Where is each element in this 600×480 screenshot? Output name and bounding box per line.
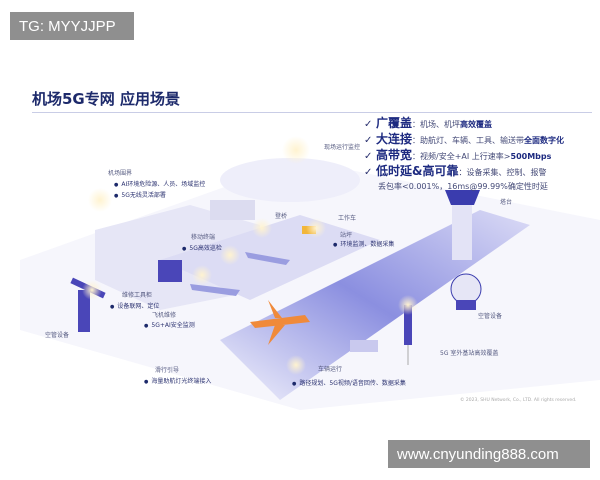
check-icon: ✓	[364, 135, 373, 146]
feature-coverage: ✓广覆盖：机场、机坪高效覆盖	[364, 116, 493, 130]
label-atc-equipment-right: 空管设备	[478, 313, 503, 320]
bullet-vehicle-1: 路径规划、5G视频/语音回传、数据采集	[292, 378, 406, 387]
feature-latency-detail: 丢包率<0.001%，16ms@99.99%确定性时延	[378, 182, 548, 191]
label-work-vehicle: 工作车	[338, 215, 357, 222]
label-aircraft-maintenance: 飞机维修	[152, 312, 177, 319]
feature-latency: ✓低时延&高可靠：设备采集、控制、报警	[364, 164, 547, 178]
copyright: © 2023, SHU Network, Co., LTD. All right…	[460, 398, 577, 403]
label-taxi-guidance: 滑行引导	[155, 367, 180, 374]
bullet-perimeter-1: AI环境危险源、人员、场域监控	[114, 179, 205, 188]
bullet-taxi-1: 海量助航灯光终端接入	[144, 376, 211, 385]
bullet-apron-1: 环境监测、数据采集	[333, 239, 394, 248]
tool-cabinet	[158, 260, 182, 282]
title-divider	[32, 112, 592, 113]
stair-truck	[350, 340, 378, 352]
ops-platform	[220, 158, 360, 202]
feature-connection: ✓大连接：助航灯、车辆、工具、输送带全面数字化	[364, 132, 565, 146]
check-icon: ✓	[364, 167, 373, 178]
cell-tower	[404, 305, 412, 345]
label-perimeter: 机场围界	[108, 170, 133, 177]
watermark-top-left: TG: MYYJJPP	[10, 12, 134, 40]
label-base-station: 5G 室外基站高效覆盖	[440, 350, 499, 357]
bullet-tool-1: 设备联网、定位	[110, 301, 159, 310]
label-atc-equipment-left: 空管设备	[45, 332, 70, 339]
label-apron: 站坪	[340, 232, 353, 239]
jet-bridge	[210, 200, 255, 220]
label-mobile-terminal: 移动终端	[191, 234, 216, 241]
page-title: 机场5G专网 应用场景	[32, 90, 180, 108]
label-tool-cabinet: 维修工具柜	[122, 292, 153, 299]
atc-mast-left	[78, 290, 90, 332]
label-ops-monitor: 现场运行监控	[324, 144, 361, 151]
signal-rings	[82, 136, 418, 375]
check-icon: ✓	[364, 151, 373, 162]
airplane-orange	[250, 300, 310, 345]
radar-dish	[450, 273, 482, 305]
label-tower: 塔台	[500, 199, 513, 206]
bullet-perimeter-2: 5G无线灵活部署	[114, 190, 165, 199]
tower-cab	[445, 190, 480, 205]
control-tower	[452, 200, 472, 260]
bullet-maintenance-1: 5G+AI安全监测	[144, 320, 194, 329]
label-vehicle-ops: 车辆运行	[318, 366, 343, 373]
airplane-white	[190, 252, 290, 296]
watermark-bottom-right: www.cnyunding888.com	[388, 440, 590, 468]
label-bridge: 登桥	[275, 213, 288, 220]
bullet-mobile-1: 5G高效巡检	[182, 243, 221, 252]
feature-list: ✓广覆盖：机场、机坪高效覆盖 ✓大连接：助航灯、车辆、工具、输送带全面数字化 ✓…	[364, 116, 564, 194]
feature-bandwidth: ✓高带宽：视频/安全+AI 上行速率>500Mbps	[364, 148, 552, 162]
check-icon: ✓	[364, 119, 373, 130]
